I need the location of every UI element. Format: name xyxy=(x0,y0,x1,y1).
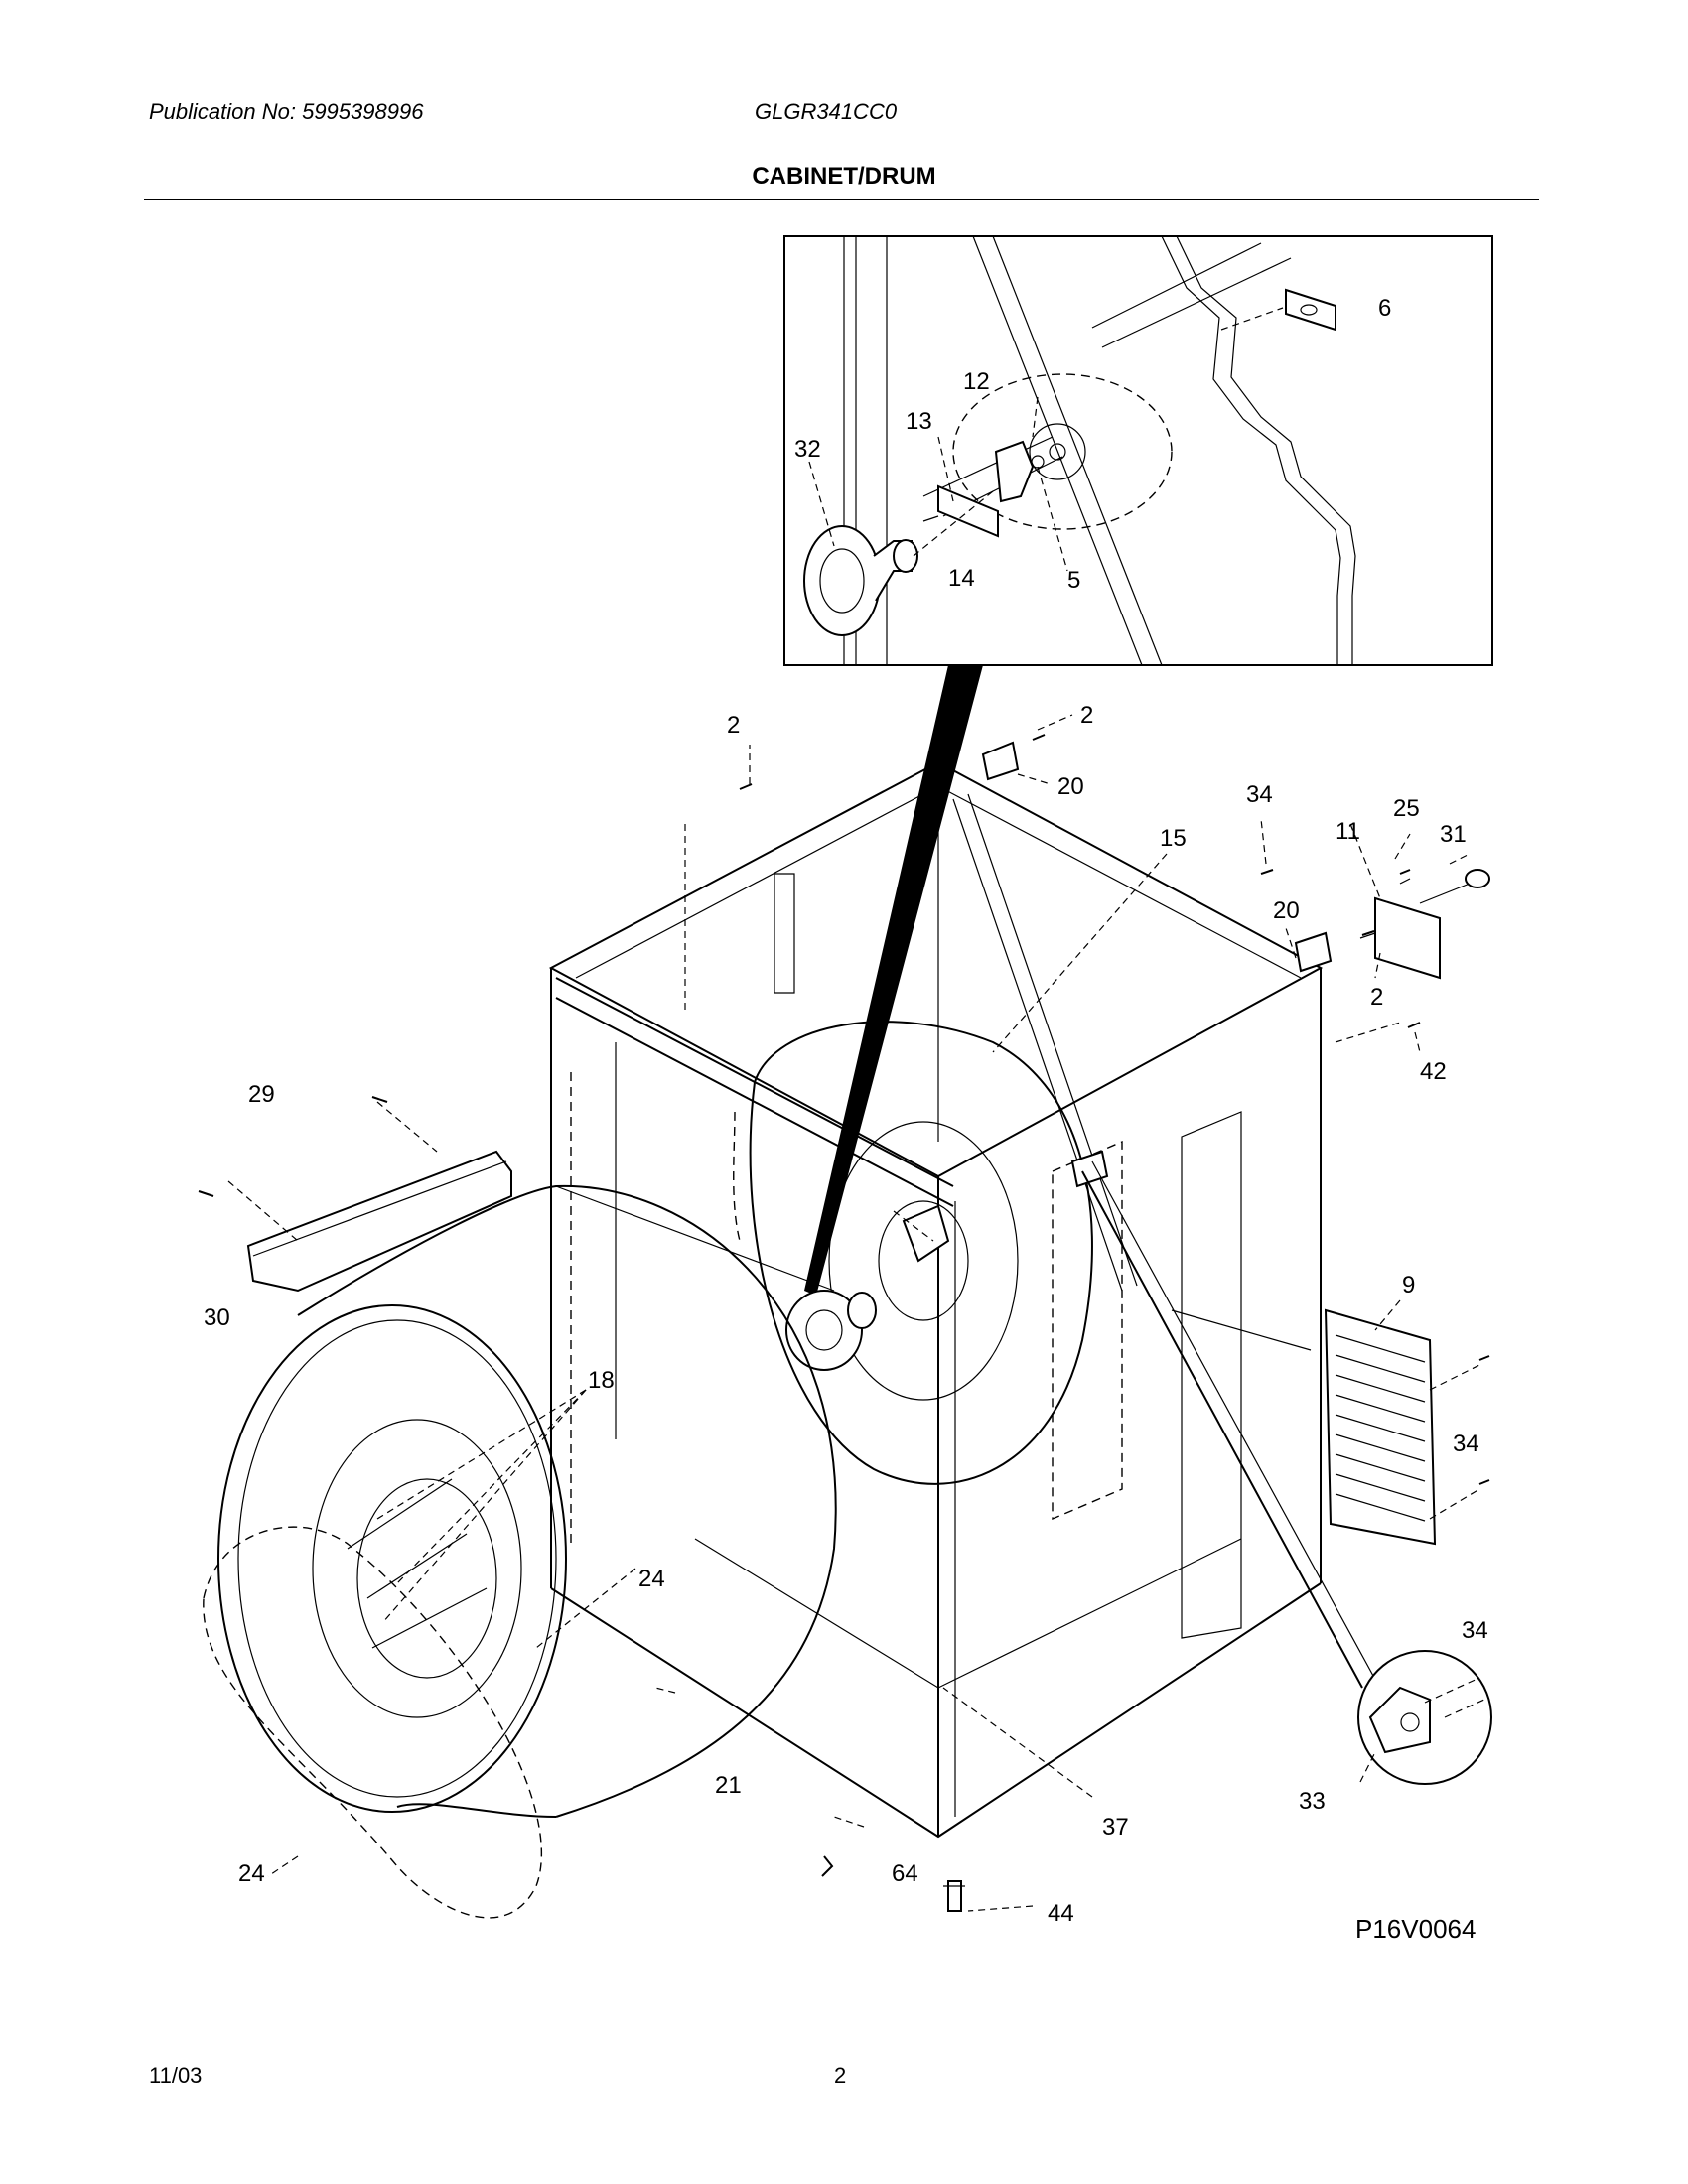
bracket-11 xyxy=(1359,878,1441,980)
inset-pointer xyxy=(804,665,983,1296)
callout-2-right: 2 xyxy=(1370,984,1383,1011)
callout-24-upper: 24 xyxy=(638,1566,665,1592)
clip-20-right xyxy=(1294,931,1333,973)
callout-14: 14 xyxy=(948,565,975,592)
callout-20-top: 20 xyxy=(1057,773,1084,800)
callout-11: 11 xyxy=(1336,818,1360,845)
callout-2-top: 2 xyxy=(1080,702,1093,729)
screws xyxy=(739,734,1490,1912)
diagram-code: P16V0064 xyxy=(1355,1914,1476,1944)
terminal-31 xyxy=(1419,869,1490,904)
callout-34-lower: 34 xyxy=(1462,1617,1488,1644)
callout-30: 30 xyxy=(204,1304,230,1331)
callout-34-top: 34 xyxy=(1246,781,1273,808)
drum xyxy=(203,1184,837,1919)
leader-lines xyxy=(267,396,1471,1912)
footer-date: 11/03 xyxy=(149,2063,203,2088)
toe-panel xyxy=(198,1096,512,1293)
callout-25: 25 xyxy=(1393,795,1420,822)
callout-44: 44 xyxy=(1048,1900,1074,1927)
callout-31: 31 xyxy=(1440,821,1467,848)
callout-18: 18 xyxy=(588,1367,615,1394)
callout-33: 33 xyxy=(1299,1788,1326,1815)
callout-2-left: 2 xyxy=(727,712,740,739)
publication-number: Publication No: 5995398996 xyxy=(149,99,424,124)
callout-6: 6 xyxy=(1378,295,1391,322)
callout-21: 21 xyxy=(715,1772,742,1799)
callout-12: 12 xyxy=(963,368,990,395)
callout-9: 9 xyxy=(1402,1272,1415,1298)
thermostat-detail xyxy=(1081,1160,1492,1785)
callout-37: 37 xyxy=(1102,1814,1129,1841)
callout-34-right: 34 xyxy=(1453,1431,1479,1457)
clip-20-inner xyxy=(1070,1150,1109,1188)
rear-bulkhead xyxy=(733,1021,1093,1485)
callout-labels: 6 12 13 32 14 5 2 2 20 34 25 15 11 31 20… xyxy=(204,295,1488,1944)
callout-15: 15 xyxy=(1160,825,1187,852)
callout-32: 32 xyxy=(794,436,821,463)
callout-29: 29 xyxy=(248,1081,275,1108)
callout-20-right: 20 xyxy=(1273,897,1300,924)
callout-5: 5 xyxy=(1067,567,1080,594)
access-panel xyxy=(1324,1308,1480,1546)
model-number: GLGR341CC0 xyxy=(755,99,898,124)
cabinet xyxy=(548,760,1324,1839)
clip-20-top xyxy=(981,741,1020,781)
callout-24-lower: 24 xyxy=(238,1860,265,1887)
page-number: 2 xyxy=(834,2063,847,2088)
header-rule xyxy=(144,199,1539,200)
callout-13: 13 xyxy=(906,408,932,435)
inset-detail xyxy=(783,235,1493,666)
callout-42: 42 xyxy=(1420,1058,1447,1085)
section-title: CABINET/DRUM xyxy=(752,163,936,190)
callout-64: 64 xyxy=(892,1860,918,1887)
